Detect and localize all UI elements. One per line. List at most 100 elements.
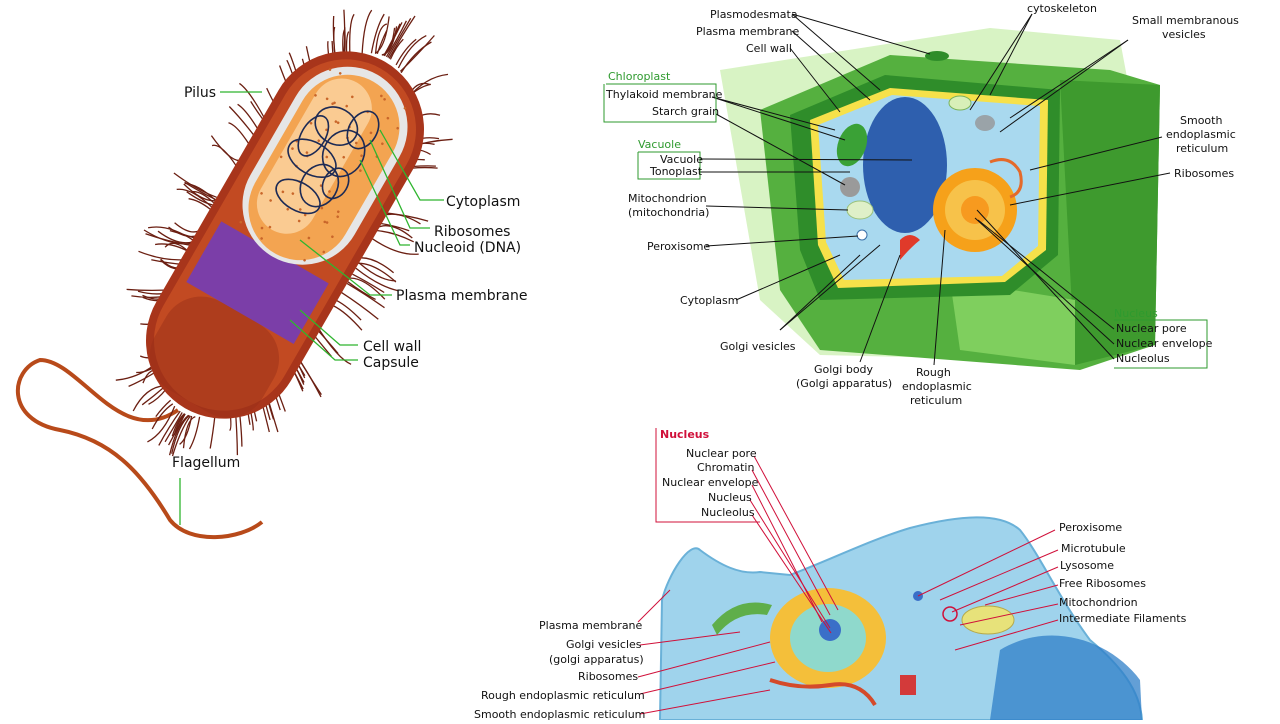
label-animal-mitochondrion: Mitochondrion <box>1059 596 1138 609</box>
pilus-strand <box>148 388 167 405</box>
pilus-strand <box>395 38 417 66</box>
ribosome-dot <box>297 219 301 223</box>
ribosome-dot <box>260 192 263 195</box>
label-animal-nucleus-group: Nucleus <box>660 428 710 441</box>
pilus-strand <box>383 23 401 56</box>
pilus-strand <box>358 262 396 282</box>
ribosome-dot <box>260 237 263 240</box>
plant-nucleolus <box>961 196 989 224</box>
ribosome-dot <box>291 192 295 195</box>
label-capsule: Capsule <box>363 355 419 371</box>
ribosome-dot <box>268 225 272 229</box>
ribosome-dot <box>286 207 290 211</box>
label-cytoskeleton: cytoskeleton <box>1027 2 1097 15</box>
ribosome-dot <box>325 155 329 159</box>
ribosome-dot <box>323 220 327 224</box>
pilus-strand <box>355 267 398 292</box>
ribosome-dot <box>328 190 331 193</box>
pilus-strand <box>155 399 172 417</box>
plant-chloroplast <box>836 123 868 167</box>
pilus-strand <box>192 191 215 204</box>
ribosome-dot <box>303 258 306 262</box>
pilus-strand <box>147 405 176 443</box>
label-plasma-membrane: Plasma membrane <box>396 288 527 304</box>
animal-cell-illustration <box>658 516 1144 721</box>
pilus-strand <box>173 172 217 198</box>
label-plant-nucleus-group: Nucleus <box>1114 307 1158 320</box>
ribosome-dot <box>334 120 338 123</box>
ribosome-dot <box>239 220 243 224</box>
label-starch-grain: Starch grain <box>652 105 719 118</box>
ribosome-dot <box>381 142 384 146</box>
label-plant-nuclear-pore: Nuclear pore <box>1116 322 1187 335</box>
plant-smooth-er <box>989 158 1023 199</box>
bacterium-illustration <box>16 9 453 540</box>
label-smooth-er-3: reticulum <box>1176 142 1228 155</box>
label-animal-golgi-apparatus: (golgi apparatus) <box>549 653 644 666</box>
ribosome-dot <box>396 126 399 130</box>
label-plant-mitochondrion: Mitochondrion <box>628 192 707 205</box>
pilus-strand <box>158 410 181 446</box>
plant-golgi <box>900 235 920 260</box>
pilus-strand <box>183 183 215 202</box>
label-animal-nucleus: Nucleus <box>708 491 752 504</box>
pilus-strand <box>147 226 195 242</box>
pilus-strand <box>346 282 385 309</box>
pilus-strand <box>375 229 414 243</box>
pilus-strand <box>361 257 395 274</box>
plant-starch-grain <box>840 177 860 197</box>
ribosome-dot <box>325 128 328 132</box>
plant-mitochondrion <box>846 200 874 220</box>
label-rough-er-2: endoplasmic <box>902 380 972 393</box>
pilus-strand <box>168 413 186 446</box>
label-plant-peroxisome: Peroxisome <box>647 240 710 253</box>
pilus-strand <box>188 416 201 450</box>
label-plasmodesmata: Plasmodesmata <box>710 8 798 21</box>
pilus-strand <box>370 13 385 54</box>
pilus-strand <box>374 23 388 54</box>
pilus-strand <box>171 414 190 454</box>
ribosome-dot <box>325 97 329 101</box>
label-ribosomes: Ribosomes <box>434 224 510 240</box>
pilus-strand <box>385 20 407 58</box>
pilus-strand <box>383 22 403 57</box>
pilus-strand <box>132 385 165 412</box>
label-plant-mitochondria: (mitochondria) <box>628 206 709 219</box>
label-flagellum: Flagellum <box>172 455 240 471</box>
flagellum-shape <box>16 357 264 540</box>
pilus-strand <box>341 291 379 320</box>
pilus-strand <box>228 106 257 139</box>
ribosome-dot <box>336 210 340 214</box>
pilus-strand <box>361 9 373 55</box>
ribosome-dot <box>333 101 336 105</box>
pilus-strand <box>188 198 211 210</box>
plant-peroxisome <box>856 229 868 241</box>
pilus-strand <box>174 222 200 233</box>
label-animal-plasma-membrane: Plasma membrane <box>539 619 643 632</box>
label-small-vesicles-2: vesicles <box>1162 28 1206 41</box>
label-vacuole: Vacuole <box>660 153 703 166</box>
ribosome-dot <box>298 208 302 211</box>
label-rough-er-1: Rough <box>916 366 951 379</box>
pilus-strand <box>164 412 183 443</box>
animal-nucleolus <box>819 619 841 641</box>
label-animal-microtubule: Microtubule <box>1061 542 1126 555</box>
cytoplasm-highlight <box>256 78 372 234</box>
pilus-strand <box>332 304 363 331</box>
plasma-membrane-band <box>186 221 329 344</box>
label-smooth-er-1: Smooth <box>1180 114 1222 127</box>
animal-leader-lines <box>637 428 1059 715</box>
pilus-strand <box>186 191 213 206</box>
bacterium-leader-lines <box>179 91 444 525</box>
animal-golgi <box>712 602 772 635</box>
ribosome-dot <box>325 221 329 224</box>
label-golgi-apparatus: (Golgi apparatus) <box>796 377 892 390</box>
pilus-strand <box>371 237 419 255</box>
ribosome-dot <box>281 190 285 194</box>
ribosome-dot <box>383 98 386 101</box>
ribosome-dot <box>336 121 340 125</box>
ribosome-dot <box>328 68 332 71</box>
label-golgi-vesicles: Golgi vesicles <box>720 340 796 353</box>
ribosome-dot <box>359 169 362 172</box>
